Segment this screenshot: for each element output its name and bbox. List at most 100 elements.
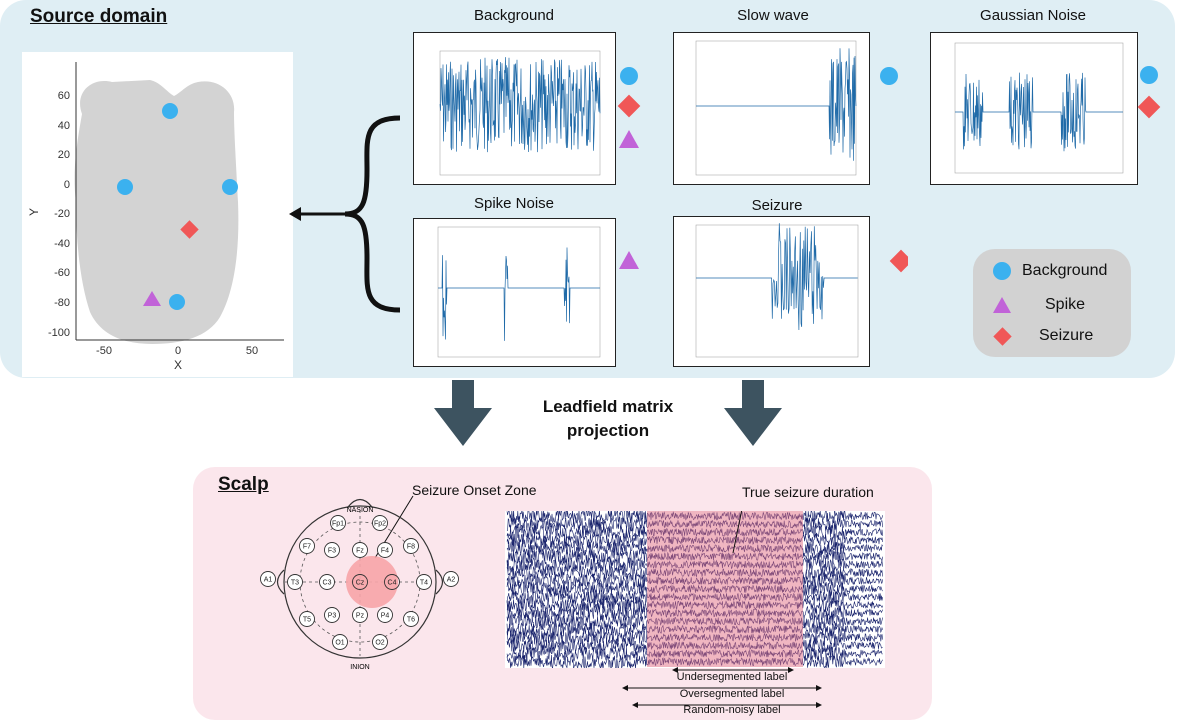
background-marker — [1140, 66, 1158, 84]
xtick: 50 — [246, 345, 258, 357]
inion-label: INION — [350, 664, 369, 671]
ytick: -40 — [54, 238, 70, 250]
electrode-label: F7 — [303, 544, 311, 551]
electrode-a1 — [260, 571, 276, 587]
electrode-label: C4 — [388, 580, 397, 587]
electrode-label: Cz — [356, 580, 365, 587]
seizure-signal-plot — [673, 216, 870, 367]
xtick: -50 — [96, 345, 112, 357]
projection-arrow-left — [434, 380, 492, 446]
electrode-t3 — [287, 574, 303, 590]
marker-legend: Background Spike Seizure — [973, 249, 1131, 357]
electrode-label: T5 — [303, 617, 311, 624]
electrode-fp2 — [372, 515, 388, 531]
electrode-label: O1 — [335, 640, 344, 647]
electrode-label: T3 — [291, 580, 299, 587]
electrode-label: A1 — [264, 577, 273, 584]
electrode-label: Fp2 — [374, 521, 386, 528]
electrode-label: P4 — [381, 613, 390, 620]
curly-brace — [344, 115, 401, 313]
background-plot-title: Background — [473, 7, 555, 24]
ytick: 60 — [58, 90, 70, 102]
background-signal-plot — [413, 32, 616, 185]
legend-background-marker — [993, 262, 1011, 280]
ytick: 0 — [64, 179, 70, 191]
electrode-f4 — [377, 542, 393, 558]
ytick: -80 — [54, 297, 70, 309]
spike-marker — [619, 251, 639, 269]
scalp-heading: Scalp — [218, 474, 269, 495]
electrode-f7 — [299, 538, 315, 554]
nasion-label: NASION — [347, 507, 374, 514]
spike-noise-plot-title: Spike Noise — [473, 195, 555, 212]
electrode-c3 — [319, 574, 335, 590]
background-marker — [880, 67, 898, 85]
background-plot-markers — [617, 67, 641, 269]
eeg-multichannel-plot — [505, 508, 885, 670]
y-axis-label: Y — [27, 208, 41, 216]
random-noisy-label: Random-noisy label — [683, 704, 781, 716]
slow-wave-signal-plot — [673, 32, 870, 185]
electrode-fz — [352, 542, 368, 558]
electrode-label: A2 — [447, 577, 456, 584]
head-outline — [283, 505, 437, 659]
projection-arrow-right — [724, 380, 782, 446]
seizure-marker — [180, 220, 199, 239]
seizure-onset-zone-label: Seizure Onset Zone — [412, 482, 537, 498]
electrode-o1 — [332, 634, 348, 650]
electrode-label: P3 — [328, 613, 337, 620]
x-axis-label: X — [174, 358, 182, 372]
background-marker — [169, 294, 185, 310]
electrode-label: C3 — [323, 580, 332, 587]
seizure-marker — [1137, 95, 1161, 119]
electrode-label: T4 — [420, 580, 428, 587]
electrode-label: Fz — [356, 548, 364, 555]
electrode-label: F8 — [407, 544, 415, 551]
electrode-t6 — [403, 611, 419, 627]
electrode-label: O2 — [375, 640, 384, 647]
signal-trace — [439, 57, 601, 153]
ytick: -100 — [48, 327, 70, 339]
true-seizure-region — [647, 511, 803, 667]
electrode-p4 — [377, 607, 393, 623]
background-marker — [620, 67, 638, 85]
electrode-p3 — [324, 607, 340, 623]
spike-marker — [619, 130, 639, 148]
legend-spike-label: Spike — [1045, 296, 1086, 313]
slow-wave-plot-markers — [880, 67, 908, 273]
brain-silhouette — [74, 80, 239, 344]
background-marker — [117, 179, 133, 195]
background-marker — [222, 179, 238, 195]
background-marker — [162, 103, 178, 119]
true-duration-pointer — [732, 508, 743, 554]
nose-outline — [347, 498, 373, 508]
seizure-marker — [889, 249, 908, 273]
seizure-onset-zone — [346, 556, 398, 608]
gaussian-noise-plot-title: Gaussian Noise — [980, 7, 1086, 24]
ytick: 40 — [58, 120, 70, 132]
brace-arrow — [289, 115, 401, 313]
gaussian-plot-markers — [1137, 66, 1161, 119]
legend-background-label: Background — [1022, 262, 1108, 279]
electrode-fp1 — [330, 515, 346, 531]
source-domain-heading: Source domain — [30, 6, 168, 27]
electrode-label: Fp1 — [332, 521, 344, 528]
true-seizure-duration-label: True seizure duration — [742, 484, 874, 500]
signal-trace — [955, 72, 1123, 152]
xtick: 0 — [175, 345, 181, 357]
electrode-pz — [352, 607, 368, 623]
projection-label-line1: Leadfield matrix — [542, 397, 674, 416]
legend-seizure-label: Seizure — [1039, 327, 1094, 344]
electrode-f3 — [324, 542, 340, 558]
signal-trace — [696, 223, 858, 331]
electrode-f8 — [403, 538, 419, 554]
electrode-t5 — [299, 611, 315, 627]
signal-trace — [696, 48, 857, 161]
brain-source-plot: 60 40 20 0 -20 -40 -60 -80 -100 -50 0 50… — [22, 52, 293, 377]
electrode-t4 — [416, 574, 432, 590]
spike-marker — [143, 291, 161, 306]
electrode-cz — [352, 574, 368, 590]
undersegmented-label: Undersegmented label — [676, 671, 788, 683]
electrode-label: F4 — [381, 548, 389, 555]
